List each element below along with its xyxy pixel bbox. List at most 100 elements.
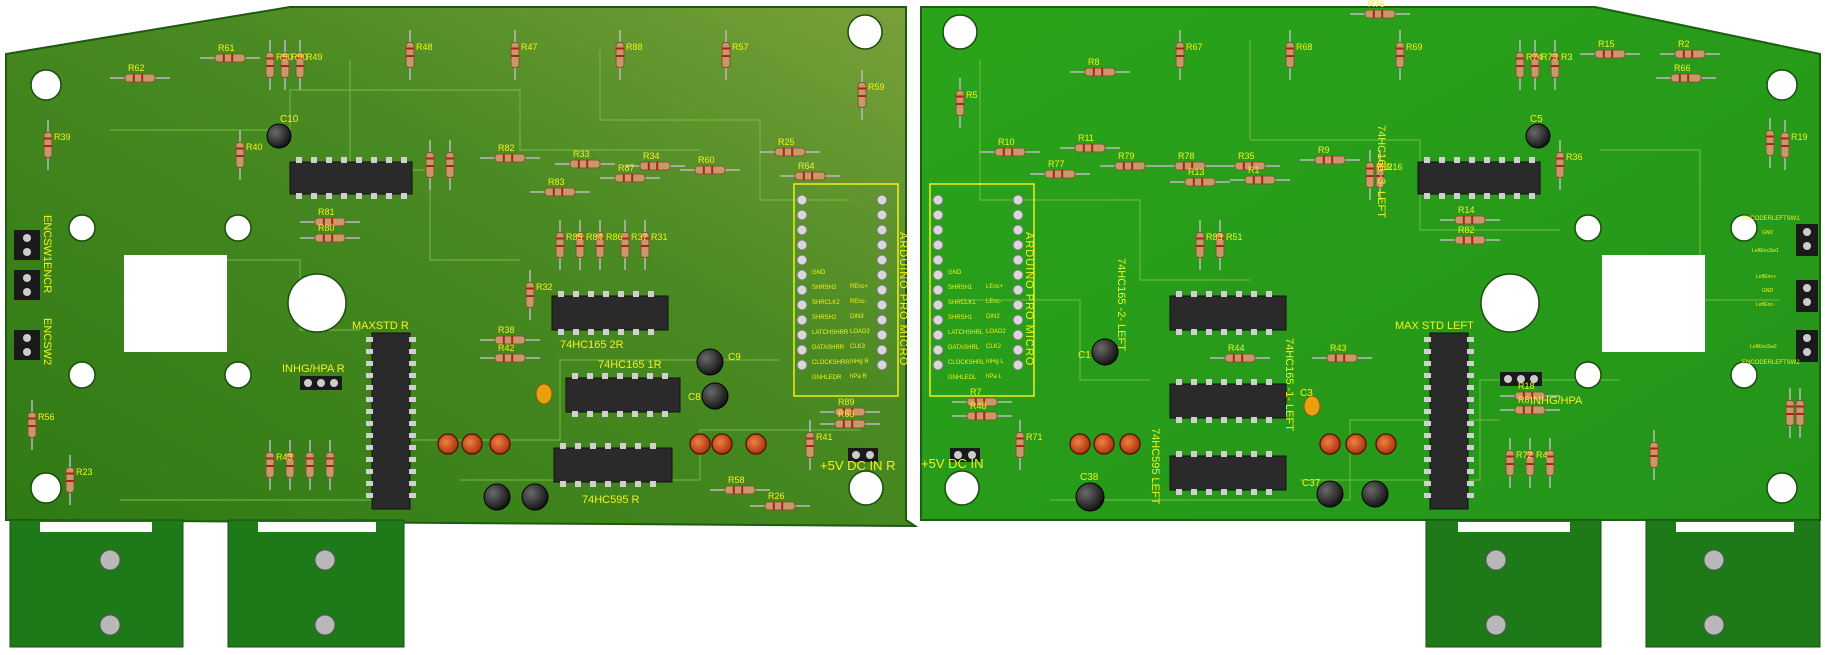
right-board-outline xyxy=(920,6,1821,521)
arduino-pad xyxy=(932,209,944,221)
arduino-pad xyxy=(876,254,888,266)
resistor-designator: R64 xyxy=(798,161,815,171)
resistor xyxy=(280,40,290,90)
resistor-designator: R13 xyxy=(1188,167,1205,177)
electrolytic-capacitor xyxy=(266,123,292,149)
ic-label: 74HC165 1R xyxy=(598,359,662,371)
electrolytic-capacitor xyxy=(1525,123,1551,149)
connector-header xyxy=(14,330,40,360)
led-indicator xyxy=(745,433,767,455)
arduino-pad xyxy=(932,359,944,371)
mounting-hole xyxy=(1574,214,1602,242)
resistor xyxy=(820,419,880,429)
electrolytic-capacitor xyxy=(1316,480,1344,508)
resistor-designator: R47 xyxy=(521,42,538,52)
resistor-designator: R90 xyxy=(291,52,308,62)
ic-chip xyxy=(1169,379,1287,423)
connector-header xyxy=(14,230,40,260)
ic-chip xyxy=(366,332,416,510)
right-window xyxy=(1602,255,1705,352)
electrolytic-capacitor xyxy=(1075,482,1105,512)
arduino-pad xyxy=(1012,194,1024,206)
resistor xyxy=(1220,161,1280,171)
resistor xyxy=(1100,161,1160,171)
resistor xyxy=(425,140,435,190)
resistor xyxy=(1375,150,1385,200)
resistor xyxy=(1215,220,1225,270)
power-label-right: +5V DC IN xyxy=(921,456,984,471)
resistor-designator: R8 xyxy=(1088,57,1100,67)
resistor-designator: R26 xyxy=(768,491,785,501)
jack-pad xyxy=(314,614,336,636)
resistor-designator: R87 xyxy=(618,163,635,173)
electrolytic-capacitor xyxy=(1361,480,1389,508)
arduino-pad xyxy=(876,314,888,326)
arduino-pad xyxy=(796,284,808,296)
mounting-hole xyxy=(287,273,347,333)
arduino-pad xyxy=(1012,239,1024,251)
capacitor-designator: C8 xyxy=(688,392,701,403)
led-indicator xyxy=(1375,433,1397,455)
capacitor-designator: C9 xyxy=(728,352,741,363)
resistor-designator: R14 xyxy=(1458,205,1475,215)
resistor-designator: R12 xyxy=(1376,162,1393,172)
arduino-pin-label: hPa R xyxy=(850,374,867,380)
resistor-designator: R16 xyxy=(1386,162,1403,172)
mounting-hole xyxy=(224,361,252,389)
inhg-header xyxy=(1500,372,1542,386)
resistor xyxy=(1365,150,1375,200)
capacitor-designator: C3 xyxy=(1300,388,1313,399)
resistor-designator: R68 xyxy=(1296,42,1313,52)
arduino-pin-label: GNHLEDR xyxy=(812,375,842,381)
mounting-hole xyxy=(1730,214,1758,242)
resistor xyxy=(1175,30,1185,80)
resistor-designator: R31 xyxy=(651,232,668,242)
arduino-pad xyxy=(876,224,888,236)
resistor xyxy=(820,407,880,417)
encoder-pin: LeftEnc- xyxy=(1756,302,1775,308)
resistor xyxy=(1230,175,1290,185)
resistor xyxy=(1649,430,1659,480)
resistor xyxy=(1580,49,1640,59)
resistor xyxy=(600,173,660,183)
resistor xyxy=(555,220,565,270)
left-board-outline xyxy=(5,6,919,528)
resistor xyxy=(405,30,415,80)
resistor-designator: R82 xyxy=(498,143,515,153)
electrolytic-capacitor xyxy=(696,348,724,376)
resistor xyxy=(555,159,615,169)
ic-chip xyxy=(289,157,413,199)
right-board xyxy=(920,6,1821,648)
arduino-pad xyxy=(1012,224,1024,236)
resistor-designator: R49 xyxy=(306,52,323,62)
ic-label: 74HC595 R xyxy=(582,494,640,506)
resistor xyxy=(1195,220,1205,270)
resistor-designator: R48 xyxy=(416,42,433,52)
resistor-designator: R41 xyxy=(816,432,833,442)
led-indicator xyxy=(1319,433,1341,455)
resistor-designator: R50 xyxy=(276,52,293,62)
resistor xyxy=(710,485,770,495)
resistor-designator: R83 xyxy=(548,177,565,187)
resistor-designator: R60 xyxy=(698,155,715,165)
left-arduino-label: ARDUINO PRO MICRO xyxy=(897,232,909,366)
arduino-pin-label: SHRCLK2 xyxy=(812,300,840,306)
resistor xyxy=(65,455,75,505)
resistor xyxy=(615,30,625,80)
arduino-pad xyxy=(796,314,808,326)
resistor xyxy=(43,120,53,170)
resistor-designator: R59 xyxy=(868,82,885,92)
resistor xyxy=(1395,30,1405,80)
resistor xyxy=(721,30,731,80)
arduino-pin-label: REnc+ xyxy=(850,284,869,290)
resistor xyxy=(1210,353,1270,363)
tab-slot xyxy=(1458,522,1570,532)
resistor xyxy=(1545,438,1555,488)
mounting-hole xyxy=(30,472,62,504)
resistor-designator: R37 xyxy=(631,232,648,242)
resistor-designator: R48 xyxy=(970,401,987,411)
resistor xyxy=(680,165,740,175)
arduino-pad xyxy=(876,194,888,206)
